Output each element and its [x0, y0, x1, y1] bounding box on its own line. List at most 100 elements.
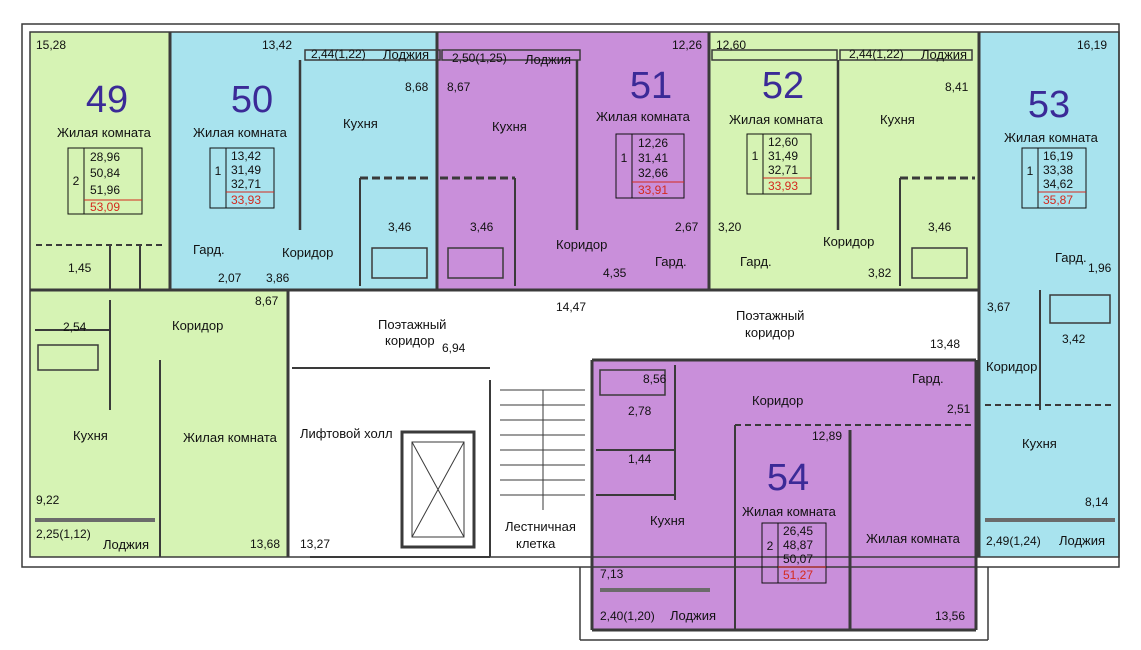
val-a53-bath: 3,42 — [1062, 332, 1086, 346]
area-values: 15,28 1,45 13,42 2,44(1,22) 8,68 3,46 2,… — [36, 38, 1112, 623]
apt-53-loggia-label: Лоджия — [1059, 533, 1105, 548]
val-a51-corr: 4,35 — [603, 266, 627, 280]
val-a52-ward: 3,20 — [718, 220, 742, 234]
apt-51-total: 33,91 — [638, 183, 668, 197]
apt-54-wardrobe-label: Гард. — [912, 371, 944, 386]
apt-54-living-label: Жилая комната — [742, 504, 837, 519]
apt-53-kitchen-label: Кухня — [1022, 436, 1057, 451]
apt-51-rooms: 1 — [621, 151, 628, 165]
apt-51-area-2: 32,66 — [638, 166, 668, 180]
val-a51-bath: 3,46 — [470, 220, 494, 234]
apt-53-area-2: 34,62 — [1043, 177, 1073, 191]
val-a54-ward: 2,51 — [947, 402, 971, 416]
apt-53-total: 35,87 — [1043, 193, 1073, 207]
val-a50-kitchen: 8,68 — [405, 80, 429, 94]
apt-51-living-label: Жилая комната — [596, 109, 691, 124]
stair-label-1: Лестничная — [505, 519, 576, 534]
apt-49-rooms: 2 — [73, 174, 80, 188]
val-a49-living: 15,28 — [36, 38, 66, 52]
apt-50-fill — [170, 32, 437, 290]
apt-53-wardrobe-label: Гард. — [1055, 250, 1087, 265]
apartment-numbers: 49 50 51 52 53 54 — [86, 65, 1070, 499]
apt-50-living-label: Жилая комната — [193, 125, 288, 140]
apt-53-area-1: 33,38 — [1043, 163, 1073, 177]
val-a49-bath: 1,45 — [68, 261, 92, 275]
apt-49-living2-label: Жилая комната — [183, 430, 278, 445]
apt-49-loggia-label: Лоджия — [103, 537, 149, 552]
val-a49-kitchen: 9,22 — [36, 493, 60, 507]
val-lift-hall: 13,27 — [300, 537, 330, 551]
val-a54-corr: 12,89 — [812, 429, 842, 443]
apt-52-total: 33,93 — [768, 179, 798, 193]
apt-51-fill — [437, 32, 709, 290]
val-a52-loggia: 2,44(1,22) — [849, 47, 904, 61]
area-table-49: 2 28,96 50,84 51,96 53,09 — [67, 147, 143, 215]
apt-54-area-0: 26,45 — [783, 524, 813, 538]
val-a51-loggia: 2,50(1,25) — [452, 51, 507, 65]
area-table-52: 1 12,60 31,49 32,71 33,93 — [746, 133, 812, 195]
apt-54-loggia-label: Лоджия — [670, 608, 716, 623]
val-a54-loggia: 2,40(1,20) — [600, 609, 655, 623]
apt-53-number: 53 — [1028, 84, 1070, 126]
apt-49-number: 49 — [86, 79, 128, 121]
apt-53-area-0: 16,19 — [1043, 149, 1073, 163]
val-a54-wc1: 2,78 — [628, 404, 652, 418]
lift-hall-label: Лифтовой холл — [300, 426, 393, 441]
val-a53-living: 16,19 — [1077, 38, 1107, 52]
apt-49-corridor-label: Коридор — [172, 318, 223, 333]
apt-52-area-0: 12,60 — [768, 135, 798, 149]
val-a53-ward: 1,96 — [1088, 261, 1112, 275]
val-a51-living: 12,26 — [672, 38, 702, 52]
area-table-51: 1 12,26 31,41 32,66 33,91 — [615, 133, 685, 199]
apt-52-area-1: 31,49 — [768, 149, 798, 163]
apt-54-number: 54 — [767, 457, 809, 499]
floor-corridor-right-label-1: Поэтажный — [736, 308, 804, 323]
apt-52-fill — [709, 32, 979, 290]
val-a49-loggia: 2,25(1,12) — [36, 527, 91, 541]
apt-51-number: 51 — [630, 65, 672, 107]
val-a54-kitchen: 7,13 — [600, 567, 624, 581]
val-a54-wc2: 1,44 — [628, 452, 652, 466]
apt-51-kitchen-label: Кухня — [492, 119, 527, 134]
apt-54-total: 51,27 — [783, 568, 813, 582]
apt-49-living-label: Жилая комната — [57, 125, 152, 140]
val-a53-loggia: 2,49(1,24) — [986, 534, 1041, 548]
val-a50-loggia: 2,44(1,22) — [311, 47, 366, 61]
apt-50-area-2: 32,71 — [231, 177, 261, 191]
apt-52-wardrobe-label: Гард. — [740, 254, 772, 269]
area-table-54: 2 26,45 48,87 50,07 51,27 — [761, 522, 827, 584]
val-a52-living: 12,60 — [716, 38, 746, 52]
val-a50-bath: 3,46 — [388, 220, 412, 234]
val-a50-living: 13,42 — [262, 38, 292, 52]
val-a49-living2: 13,68 — [250, 537, 280, 551]
apt-52-living-label: Жилая комната — [729, 112, 824, 127]
apt-50-total: 33,93 — [231, 193, 261, 207]
apt-54-living2-label: Жилая комната — [866, 531, 961, 546]
apt-54-rooms: 2 — [767, 539, 774, 553]
walls — [21, 23, 1120, 641]
apt-51-loggia-label: Лоджия — [525, 52, 571, 67]
apt-52-loggia-label: Лоджия — [921, 47, 967, 62]
apt-49-total: 53,09 — [90, 200, 120, 214]
floor-corridor-right-label-2: коридор — [745, 325, 795, 340]
apt-49-area-2: 51,96 — [90, 183, 120, 197]
floor-corridor-label-1: Поэтажный — [378, 317, 446, 332]
apt-50-loggia-label: Лоджия — [383, 47, 429, 62]
apt-50-area-1: 31,49 — [231, 163, 261, 177]
val-a52-bath: 3,46 — [928, 220, 952, 234]
val-a53-corr: 3,67 — [987, 300, 1011, 314]
apt-50-kitchen-label: Кухня — [343, 116, 378, 131]
val-floor-corr-right: 13,48 — [930, 337, 960, 351]
floor-corridor-label-2: коридор — [385, 333, 435, 348]
apt-52-number: 52 — [762, 65, 804, 107]
apt-49-area-0: 28,96 — [90, 150, 120, 164]
val-a52-corr: 3,82 — [868, 266, 892, 280]
apt-52-kitchen-label: Кухня — [880, 112, 915, 127]
val-a53-kitchen: 8,14 — [1085, 495, 1109, 509]
apt-52-area-2: 32,71 — [768, 163, 798, 177]
val-a50-ward: 2,07 — [218, 271, 242, 285]
val-a51-kitchen: 8,67 — [447, 80, 471, 94]
apt-53-rooms: 1 — [1027, 164, 1034, 178]
val-a49-corr: 8,67 — [255, 294, 279, 308]
val-a51-ward: 2,67 — [675, 220, 699, 234]
